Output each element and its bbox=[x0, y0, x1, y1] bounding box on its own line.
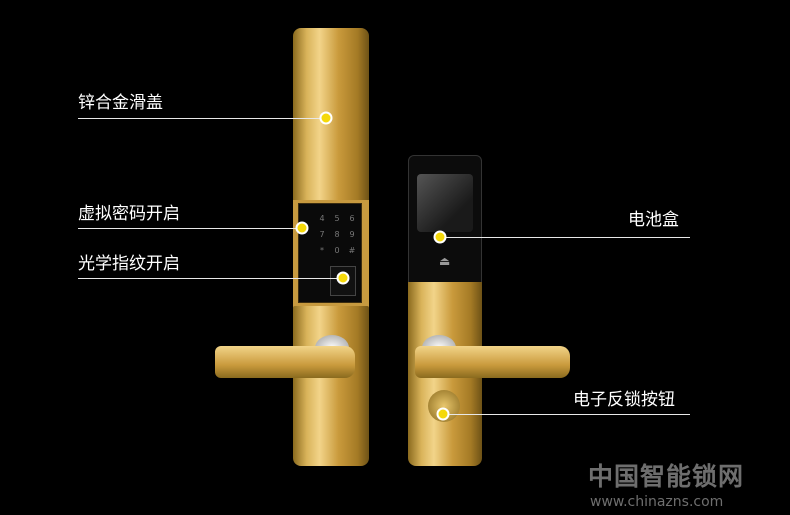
key[interactable]: 9 bbox=[349, 230, 355, 239]
eject-icon: ⏏ bbox=[439, 254, 451, 268]
callout-dot bbox=[336, 271, 350, 285]
callout-zinc-cover: 锌合金滑盖 bbox=[78, 93, 163, 113]
lock-body-lower bbox=[293, 306, 369, 466]
key[interactable]: * bbox=[320, 246, 324, 255]
key[interactable]: 5 bbox=[334, 214, 340, 223]
key[interactable]: 7 bbox=[319, 230, 325, 239]
key[interactable]: 0 bbox=[334, 246, 340, 255]
callout-line bbox=[78, 278, 343, 279]
callout-dot bbox=[295, 221, 309, 235]
watermark-url: www.chinazns.com bbox=[590, 494, 724, 510]
callout-line bbox=[440, 237, 690, 238]
callout-optical-fingerprint: 光学指纹开启 bbox=[78, 254, 180, 274]
callout-line bbox=[78, 228, 302, 229]
watermark-name: 中国智能锁网 bbox=[588, 462, 745, 491]
door-handle[interactable] bbox=[415, 346, 570, 378]
callout-dot bbox=[436, 407, 450, 421]
key[interactable]: 6 bbox=[349, 214, 355, 223]
battery-box-cover: ⏏ bbox=[408, 155, 482, 283]
callout-dot bbox=[319, 111, 333, 125]
callout-electronic-lock-button: 电子反锁按钮 bbox=[573, 390, 675, 410]
key[interactable]: # bbox=[348, 246, 356, 255]
callout-line bbox=[443, 414, 690, 415]
callout-dot bbox=[433, 230, 447, 244]
key[interactable]: 4 bbox=[319, 214, 325, 223]
callout-battery-box: 电池盒 bbox=[628, 210, 679, 230]
callout-line bbox=[78, 118, 326, 119]
door-handle[interactable] bbox=[215, 346, 355, 378]
key[interactable]: 8 bbox=[334, 230, 340, 239]
callout-virtual-password: 虚拟密码开启 bbox=[78, 204, 180, 224]
